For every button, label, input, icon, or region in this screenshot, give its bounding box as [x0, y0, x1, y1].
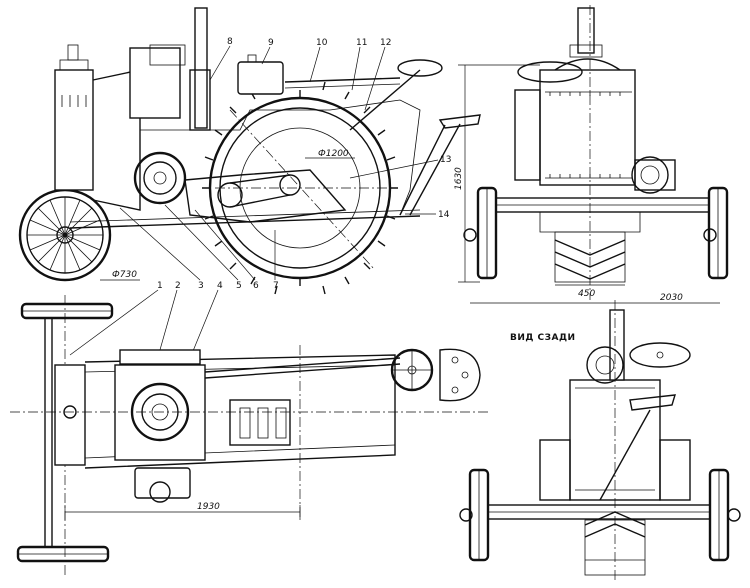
callout-3: 3 — [198, 281, 204, 291]
callout-13: 13 — [440, 155, 451, 165]
front-view-dimensions: 1630 450 2030 — [454, 64, 720, 304]
callout-5: 5 — [236, 281, 242, 291]
callout-4: 4 — [217, 281, 223, 291]
callouts-bottom: 1 2 3 4 5 6 7 — [69, 204, 279, 396]
callout-11: 11 — [356, 38, 367, 48]
front-wheel-diameter-label: Ф730 — [112, 270, 137, 280]
side-view — [18, 7, 481, 295]
callout-10: 10 — [316, 38, 328, 48]
callouts-top: 8 9 10 11 12 13 14 — [209, 37, 451, 220]
overall-width-dimension-label: 2030 — [660, 293, 683, 303]
track-dimension-label: 450 — [578, 289, 595, 299]
plan-view — [10, 295, 490, 575]
callout-14: 14 — [438, 210, 450, 220]
rear-view-caption: ВИД СЗАДИ — [510, 333, 576, 343]
height-dimension-label: 1630 — [454, 167, 464, 190]
callout-2: 2 — [175, 281, 181, 291]
rear-view — [459, 300, 741, 580]
callout-7: 7 — [273, 281, 279, 291]
plan-view-dimensions: 1930 — [64, 502, 301, 520]
wheelbase-dimension-label: 1930 — [197, 502, 220, 512]
big-wheel-diameter-label: Ф1200 — [318, 149, 349, 159]
callout-9: 9 — [268, 38, 274, 48]
callout-8: 8 — [227, 37, 233, 47]
callout-12: 12 — [380, 38, 391, 48]
front-view — [463, 5, 729, 300]
callout-1: 1 — [157, 281, 163, 291]
callout-6: 6 — [253, 281, 259, 291]
